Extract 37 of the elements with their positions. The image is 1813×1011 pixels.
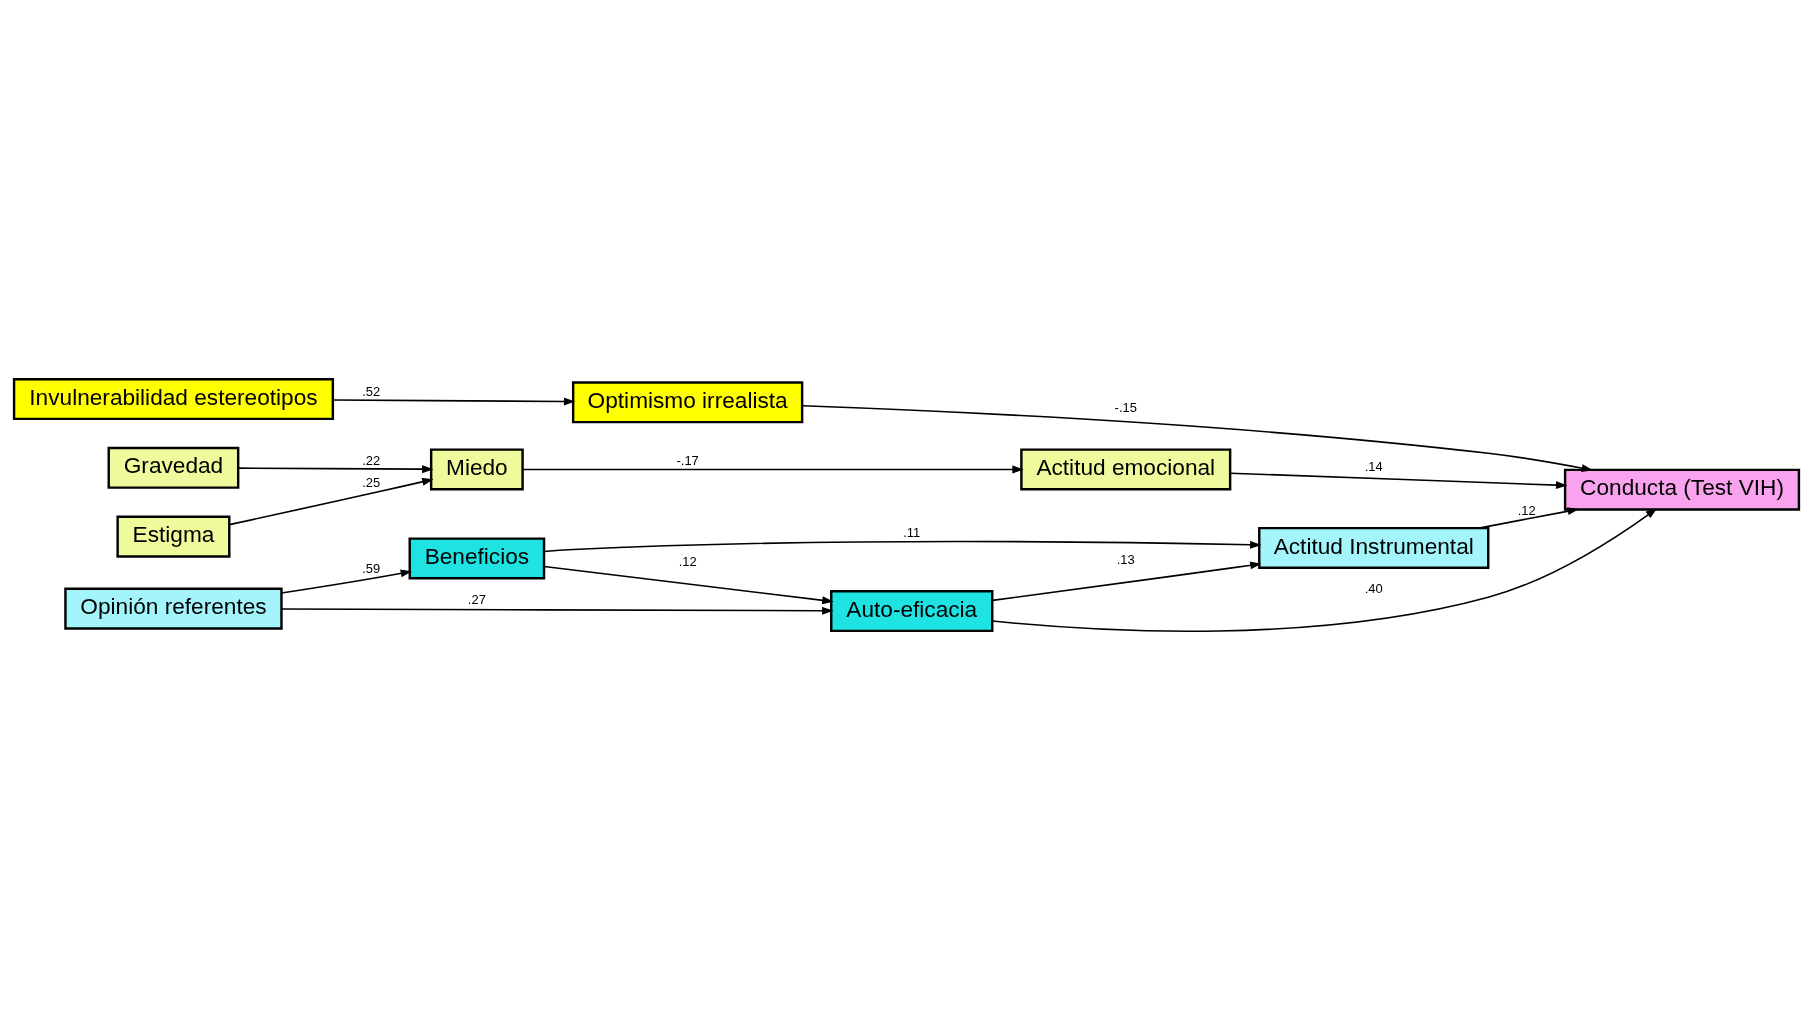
- edge-label: .52: [362, 384, 381, 400]
- edge-label: .12: [678, 554, 697, 570]
- arrow: [521, 465, 1024, 474]
- arrow: [280, 569, 412, 594]
- arrow: [1478, 507, 1579, 529]
- node-box: Opinión referentes: [64, 587, 283, 630]
- node-box: Actitud Instrumental: [1258, 526, 1490, 569]
- edge-label: .12: [1517, 502, 1536, 518]
- arrow: [280, 606, 834, 615]
- edge-label: -.17: [676, 453, 699, 469]
- arrow: [228, 477, 434, 526]
- node-box: Estigma: [116, 515, 231, 558]
- edge-label: .11: [903, 525, 921, 541]
- arrow: [543, 565, 834, 605]
- node-box: Actitud emocional: [1020, 448, 1232, 491]
- edge-label: -.15: [1114, 399, 1137, 415]
- node-box: Gravedad: [107, 446, 240, 489]
- edge-label: .22: [362, 453, 381, 469]
- arrow: [332, 397, 576, 406]
- arrow: [991, 561, 1262, 602]
- edge-label: .59: [362, 560, 381, 576]
- node-box: Miedo: [429, 448, 524, 491]
- node-box: Beneficios: [408, 537, 546, 580]
- arrow: [801, 405, 1593, 473]
- node-box: Optimismo irrealista: [571, 381, 804, 424]
- node-box: Conducta (Test VIH): [1563, 468, 1801, 511]
- arrow: [237, 465, 434, 474]
- arrow: [543, 540, 1262, 553]
- arrow: [991, 508, 1658, 632]
- arrow: [1229, 472, 1568, 490]
- edge-label: .40: [1364, 581, 1383, 597]
- edge-label: .14: [1364, 458, 1383, 474]
- edge-label: .25: [362, 475, 381, 491]
- node-box: Invulnerabilidad estereotipos: [12, 378, 335, 421]
- node-box: Auto-eficacia: [830, 590, 994, 633]
- edge-label: .13: [1116, 551, 1135, 567]
- edge-label: .27: [467, 592, 486, 608]
